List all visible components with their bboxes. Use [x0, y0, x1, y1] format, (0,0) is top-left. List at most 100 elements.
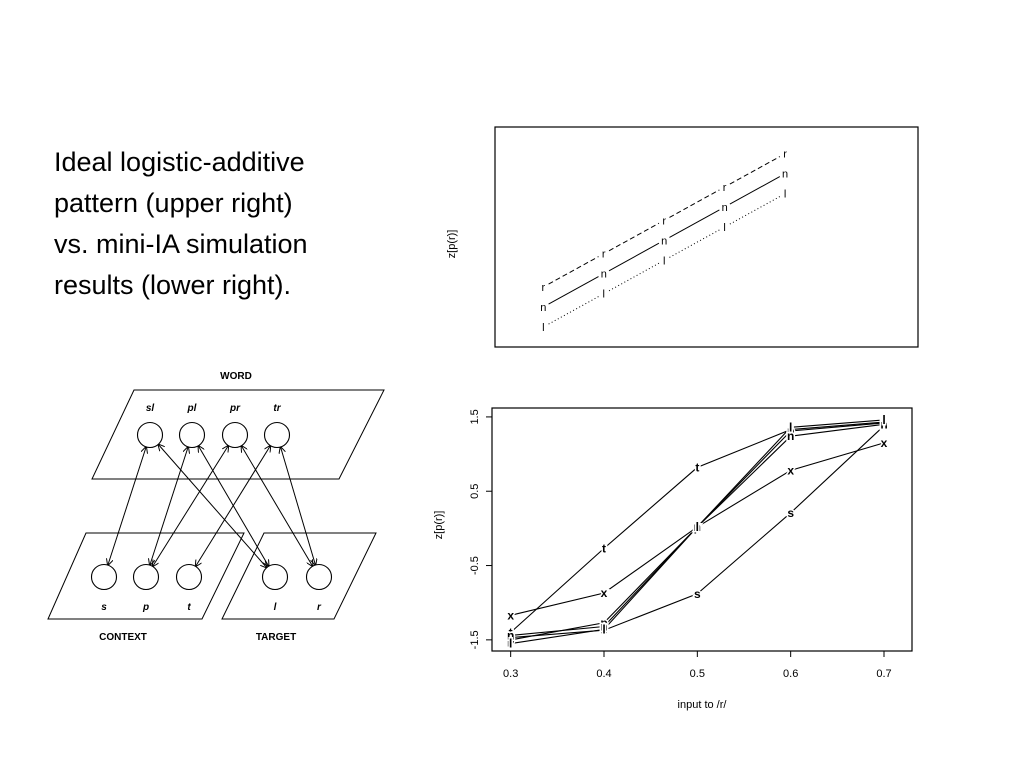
series-r-segment [548, 256, 599, 285]
word-unit-tr [263, 421, 291, 449]
word-unit-pr [221, 421, 249, 449]
series-s-point-3: s [694, 587, 701, 601]
series-x-point-3: x [694, 520, 701, 534]
series-l-point-4: l [723, 222, 725, 234]
series-n-point-1: n [540, 302, 546, 314]
series-l-point-2: l [602, 622, 605, 636]
target-layer-plane [221, 532, 377, 620]
series-s-line [510, 425, 885, 639]
series-s-point-2: s [601, 623, 608, 637]
series-l-segment [669, 229, 720, 258]
word-unit-label-pl: pl [187, 403, 197, 414]
caption-line-4: results (lower right). [54, 270, 292, 300]
x-tick-label: 0.7 [876, 668, 891, 680]
series-n-point-1: n [507, 628, 514, 642]
series-l-point-5: l [784, 189, 786, 201]
series-l-segment [608, 262, 660, 292]
target-unit-r [305, 563, 333, 591]
series-s-point-5: s [881, 419, 888, 433]
series-r-point-2: r [602, 249, 606, 261]
series-t-point-1: t [509, 625, 513, 639]
series-p-point-2: p [600, 616, 607, 630]
y-tick-label: -1.5 [469, 630, 481, 649]
connection-tr-r [281, 447, 316, 565]
y-tick-label: -0.5 [469, 556, 481, 575]
series-r-point-3: r [662, 215, 666, 227]
series-t-point-3: t [695, 460, 699, 474]
context-unit-label-s: s [101, 602, 107, 613]
series-p-point-5: p [880, 416, 887, 430]
caption-line-3: vs. mini-IA simulation [54, 229, 308, 259]
series-l-point-3: l [696, 520, 699, 534]
connection-sl-l [158, 444, 266, 567]
series-p-point-1: p [507, 633, 514, 647]
series-n-segment [669, 209, 720, 238]
series-l-segment [729, 196, 781, 225]
y-tick-label: 1.5 [469, 409, 481, 424]
series-t-point-4: t [789, 423, 793, 437]
context-layer-title: CONTEXT [99, 632, 147, 643]
target-layer-title: TARGET [256, 632, 296, 643]
context-unit-label-t: t [187, 602, 191, 613]
series-l-point-4: l [789, 420, 792, 434]
target-unit-label-l: l [274, 602, 277, 613]
caption-line-1: Ideal logistic-additive [54, 147, 305, 177]
series-r-segment [729, 156, 781, 185]
y-axis-label: z[p(r)] [446, 230, 458, 259]
series-x-point-1: x [507, 608, 514, 622]
target-unit-l [261, 563, 289, 591]
series-r-point-4: r [723, 182, 727, 194]
x-tick-label: 0.5 [690, 668, 705, 680]
series-n-point-5: n [782, 169, 788, 181]
series-n-point-4: n [722, 202, 728, 214]
series-t-line [510, 421, 885, 633]
series-n-point-3: n [661, 235, 667, 247]
connection-pr-r [241, 446, 312, 566]
x-tick-label: 0.3 [503, 668, 518, 680]
series-n-point-5: n [880, 417, 887, 431]
context-unit-t [175, 563, 203, 591]
target-unit-label-r: r [317, 602, 322, 613]
connection-sl-s [108, 447, 146, 565]
context-unit-s [90, 563, 118, 591]
series-r-point-5: r [783, 149, 787, 161]
series-t-point-5: t [882, 415, 886, 429]
series-l-point-2: l [603, 289, 605, 301]
series-p-point-4: p [787, 424, 794, 438]
series-l-point-3: l [663, 255, 665, 267]
series-r-segment [669, 189, 720, 218]
connection-pl-p [150, 447, 188, 565]
series-r-segment [608, 222, 660, 252]
series-l-point-1: l [542, 322, 544, 334]
series-t-point-2: t [602, 541, 606, 555]
connection-pr-p [153, 446, 229, 567]
connection-tr-t [196, 446, 271, 567]
series-n-segment [608, 242, 660, 272]
x-tick-label: 0.4 [596, 668, 611, 680]
series-x-point-4: x [787, 463, 794, 477]
y-axis-label: z[p(r)] [433, 511, 445, 540]
plot-frame [494, 126, 919, 348]
series-r-point-1: r [542, 282, 546, 294]
series-x-point-2: x [601, 586, 608, 600]
series-l-point-1: l [509, 637, 512, 651]
series-s-point-4: s [787, 506, 794, 520]
series-n-point-3: n [694, 520, 701, 534]
caption: Ideal logistic-additive pattern (upper r… [54, 142, 404, 306]
series-x-point-5: x [881, 436, 888, 450]
series-l-line [510, 419, 885, 645]
word-unit-sl [136, 421, 164, 449]
word-layer-title: WORD [220, 371, 252, 382]
series-n-segment [548, 276, 599, 305]
caption-line-2: pattern (upper right) [54, 188, 293, 218]
context-unit-p [132, 563, 160, 591]
series-l-point-5: l [882, 413, 885, 427]
word-unit-label-tr: tr [273, 403, 281, 414]
series-s-point-1: s [507, 631, 514, 645]
